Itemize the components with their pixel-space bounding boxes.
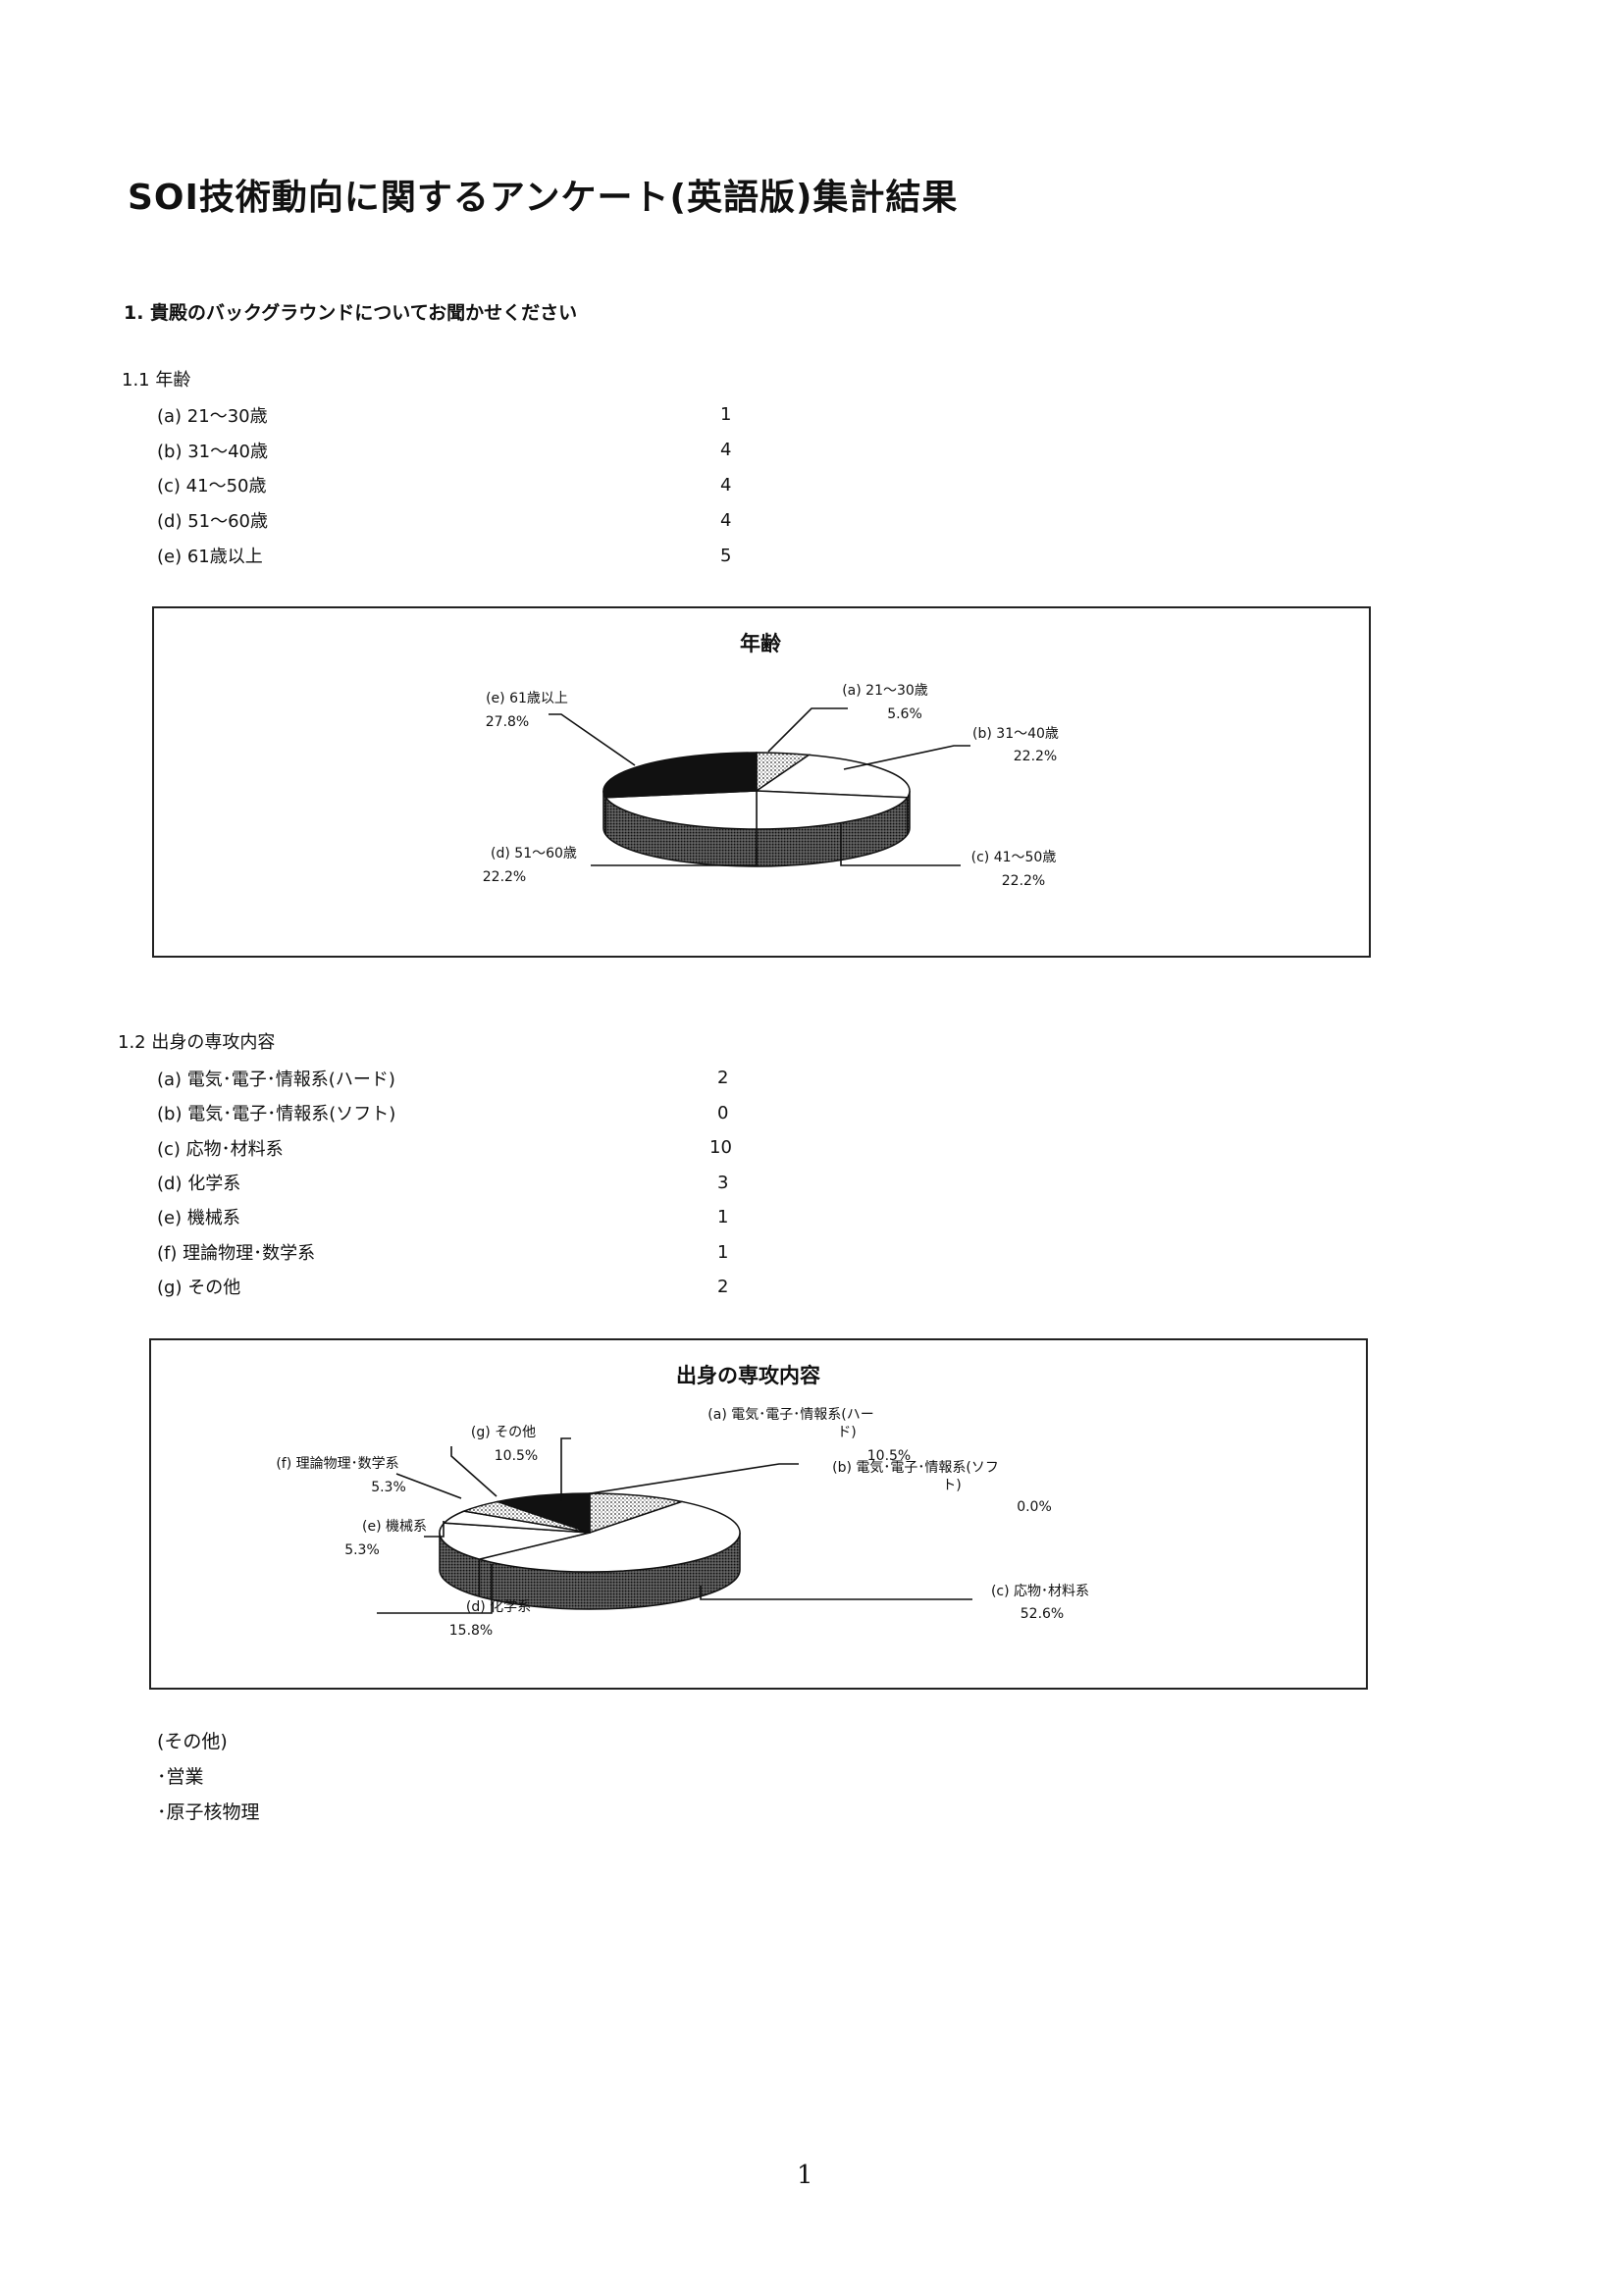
major-row-value: 1 bbox=[717, 1242, 729, 1263]
age-row-label: (c) 41～50歳 bbox=[157, 476, 267, 496]
age-row-value: 4 bbox=[720, 440, 732, 460]
major-row-value: 10 bbox=[709, 1137, 732, 1158]
pie-slice bbox=[603, 790, 758, 830]
pie-slice-label: (d) 51～60歳 22.2% bbox=[483, 846, 758, 885]
major-chart-box: 出身の専攻内容 (a) 電気･電子･情報系(ハード)10.5%(b) 電気･電子… bbox=[149, 1338, 1368, 1690]
slice-category-label: (d) 51～60歳 bbox=[491, 846, 577, 861]
major-row-label: (c) 応物･材料系 bbox=[157, 1139, 284, 1160]
pie-slice bbox=[754, 754, 911, 799]
pie-slice-label: (d) 化学系 15.8% bbox=[377, 1564, 531, 1639]
page-title: SOI技術動向に関するアンケート(英語版)集計結果 bbox=[128, 178, 959, 218]
pie-slice-label: (g) その他 10.5% bbox=[450, 1425, 538, 1497]
leader-line bbox=[377, 1564, 493, 1614]
slice-percent-label: 27.8% bbox=[486, 714, 529, 730]
age-row-value: 1 bbox=[720, 404, 732, 425]
major-row-value: 0 bbox=[717, 1103, 729, 1123]
pie-slice bbox=[602, 752, 758, 799]
age-row-value: 4 bbox=[720, 510, 732, 531]
slice-category-label: (f) 理論物理･数学系 bbox=[276, 1456, 398, 1472]
age-pie-chart: (a) 21～30歳 5.6% (b) 31～40歳 22.2% (c) 41～50歳 2… bbox=[483, 683, 1059, 889]
age-row-label: (e) 61歳以上 bbox=[157, 547, 263, 567]
pie-slice bbox=[756, 790, 910, 830]
major-row-value: 3 bbox=[717, 1173, 729, 1193]
leader-line bbox=[549, 713, 636, 766]
pie-slice-label: (b) 電気･電子･情報系(ソフト) 0.0% bbox=[577, 1460, 1052, 1515]
slice-category-label: (e) 機械系 bbox=[362, 1519, 427, 1535]
pie-slice-label: (c) 応物･材料系 52.6% bbox=[700, 1584, 1089, 1622]
pie-slice-label: (a) 21～30歳 5.6% bbox=[767, 683, 928, 753]
age-subheading: 1.1 年齢 bbox=[122, 370, 191, 391]
slice-category-label: (b) 31～40歳 bbox=[972, 726, 1059, 742]
slice-percent-label: 5.3% bbox=[371, 1480, 406, 1495]
other-heading: (その他) bbox=[157, 1731, 228, 1752]
leader-line bbox=[767, 707, 848, 753]
slice-percent-label: 22.2% bbox=[1014, 749, 1057, 764]
slice-percent-label: 22.2% bbox=[483, 869, 526, 885]
major-subheading: 1.2 出身の専攻内容 bbox=[118, 1032, 276, 1053]
slice-category-label: ド) bbox=[837, 1425, 856, 1440]
pie-slice-label: (f) 理論物理･数学系 5.3% bbox=[276, 1456, 462, 1499]
slice-percent-label: 10.5% bbox=[867, 1448, 911, 1464]
slice-percent-label: 5.3% bbox=[344, 1542, 380, 1558]
major-row-label: (a) 電気･電子･情報系(ハード) bbox=[157, 1070, 395, 1090]
slice-category-label: (c) 41～50歳 bbox=[971, 850, 1057, 865]
major-row-value: 1 bbox=[717, 1207, 729, 1227]
pie-slice-label: (e) 機械系 5.3% bbox=[344, 1519, 445, 1558]
major-row-label: (e) 機械系 bbox=[157, 1208, 240, 1228]
slice-percent-label: 0.0% bbox=[1017, 1499, 1052, 1515]
slice-percent-label: 5.6% bbox=[887, 706, 922, 722]
leader-line bbox=[843, 745, 970, 770]
age-chart-title: 年齢 bbox=[740, 632, 781, 655]
age-row-label: (d) 51～60歳 bbox=[157, 511, 269, 532]
other-item: ･営業 bbox=[157, 1766, 204, 1788]
pie-slice-label: (b) 31～40歳 22.2% bbox=[843, 726, 1059, 770]
section-heading: 1. 貴殿のバックグラウンドについてお聞かせください bbox=[124, 302, 578, 324]
slice-category-label: (e) 61歳以上 bbox=[486, 691, 568, 706]
slice-category-label: (c) 応物･材料系 bbox=[991, 1584, 1089, 1599]
leader-line bbox=[840, 824, 961, 866]
leader-line bbox=[591, 848, 758, 866]
slice-percent-label: 22.2% bbox=[1002, 873, 1045, 889]
major-row-label: (f) 理論物理･数学系 bbox=[157, 1243, 316, 1264]
slice-category-label: (g) その他 bbox=[471, 1425, 536, 1440]
slice-percent-label: 15.8% bbox=[449, 1623, 493, 1639]
slice-percent-label: 10.5% bbox=[495, 1448, 538, 1464]
major-row-label: (d) 化学系 bbox=[157, 1174, 241, 1194]
slice-category-label: ト) bbox=[942, 1478, 961, 1493]
leader-line bbox=[560, 1437, 571, 1501]
pie-slice bbox=[476, 1500, 741, 1573]
major-row-value: 2 bbox=[717, 1277, 729, 1297]
leader-line bbox=[424, 1521, 445, 1538]
age-row-label: (a) 21～30歳 bbox=[157, 406, 268, 427]
age-row-label: (b) 31～40歳 bbox=[157, 442, 269, 462]
leader-line bbox=[395, 1473, 462, 1499]
leader-line bbox=[450, 1446, 497, 1497]
major-row-label: (b) 電気･電子･情報系(ソフト) bbox=[157, 1104, 396, 1124]
leader-line bbox=[700, 1586, 972, 1600]
slice-percent-label: 52.6% bbox=[1021, 1606, 1064, 1622]
slice-category-label: (a) 電気･電子･情報系(ハー bbox=[707, 1407, 873, 1423]
pie-slice-label: (e) 61歳以上 27.8% bbox=[486, 691, 636, 766]
slice-category-label: (b) 電気･電子･情報系(ソフ bbox=[832, 1460, 999, 1476]
slice-category-label: (a) 21～30歳 bbox=[842, 683, 928, 699]
slice-category-label: (d) 化学系 bbox=[466, 1599, 531, 1615]
leader-line bbox=[577, 1463, 799, 1496]
major-chart-title: 出身の専攻内容 bbox=[676, 1364, 820, 1387]
pie-slice-label: (c) 41～50歳 22.2% bbox=[840, 824, 1057, 889]
age-row-value: 4 bbox=[720, 475, 732, 496]
major-pie-chart: (a) 電気･電子･情報系(ハード)10.5%(b) 電気･電子･情報系(ソフト… bbox=[276, 1407, 1089, 1639]
major-row-label: (g) その他 bbox=[157, 1278, 241, 1298]
page-number: 1 bbox=[797, 2161, 813, 2190]
pie-slice bbox=[439, 1522, 591, 1560]
other-item: ･原子核物理 bbox=[157, 1801, 260, 1823]
pie-slice-label: (a) 電気･電子･情報系(ハード) 10.5% bbox=[560, 1407, 911, 1501]
major-row-value: 2 bbox=[717, 1068, 729, 1088]
age-row-value: 5 bbox=[720, 546, 732, 566]
